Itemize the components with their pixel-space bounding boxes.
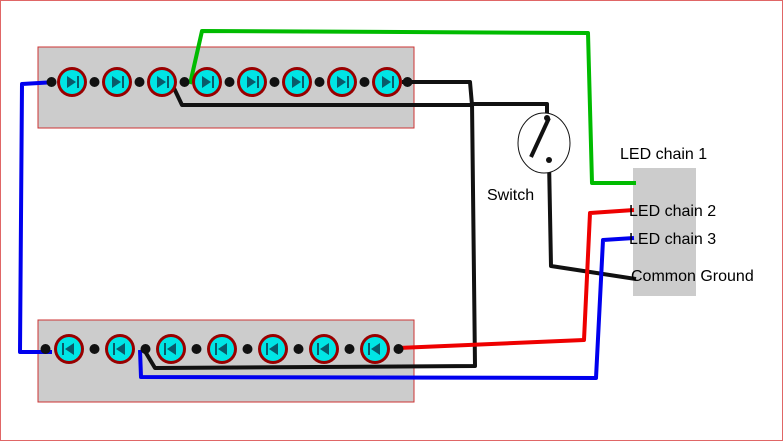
switch-body [517,112,571,174]
diode-bar-icon [62,343,64,355]
led [282,67,312,97]
led [258,334,288,364]
label-led-chain-2: LED chain 2 [629,203,716,220]
blue-wire-left-loop [18,80,57,354]
solder-point [344,344,355,354]
switch-contact-top [544,115,550,121]
diode-bar-icon [257,76,259,88]
led [57,67,87,97]
diode-bar-icon [347,76,349,88]
label-switch: Switch [487,187,534,204]
led [102,67,132,97]
diode-bar-icon [392,76,394,88]
solder-point [134,77,145,87]
solder-point [224,77,235,87]
solder-point [293,344,304,354]
led [54,334,84,364]
diode-bar-icon [302,76,304,88]
top-led-chain [46,67,413,97]
bottom-led-strip [37,319,415,403]
led [309,334,339,364]
label-led-chain-1: LED chain 1 [620,146,707,163]
red-wire-chain-2 [397,208,635,350]
solder-point [191,344,202,354]
label-led-chain-3: LED chain 3 [629,231,716,248]
ground-vertical-wire [141,101,477,370]
blue-wire-chain-3 [138,236,635,380]
diode-bar-icon [215,343,217,355]
diode-bar-icon [164,343,166,355]
led [360,334,390,364]
diode-bar-icon [77,76,79,88]
diode-symbol-icon [167,343,176,355]
diode-symbol-icon [320,343,329,355]
green-wire-chain-1 [188,29,636,185]
led [327,67,357,97]
solder-point [402,77,413,87]
connector-block [633,168,696,296]
solder-point [89,77,100,87]
solder-point [46,77,57,87]
common-ground-wire [547,159,637,281]
diode-bar-icon [122,76,124,88]
solder-point [393,344,404,354]
solder-point [89,344,100,354]
diode-symbol-icon [371,343,380,355]
diode-symbol-icon [292,76,301,88]
diode-symbol-icon [67,76,76,88]
led [156,334,186,364]
top-led-strip [37,46,415,129]
diode-bar-icon [167,76,169,88]
diode-symbol-icon [116,343,125,355]
led [237,67,267,97]
solder-point [179,77,190,87]
solder-point [269,77,280,87]
diode-symbol-icon [202,76,211,88]
led [147,67,177,97]
led [105,334,135,364]
diode-symbol-icon [65,343,74,355]
bottom-led-chain [40,334,404,364]
diode-symbol-icon [112,76,121,88]
diode-symbol-icon [247,76,256,88]
solder-point [140,344,151,354]
diode-symbol-icon [382,76,391,88]
diode-bar-icon [113,343,115,355]
switch-lever [529,117,551,158]
diode-symbol-icon [218,343,227,355]
diode-bar-icon [212,76,214,88]
diode-symbol-icon [269,343,278,355]
label-common-ground: Common Ground [631,268,754,285]
diode-symbol-icon [337,76,346,88]
diode-bar-icon [317,343,319,355]
switch-contact-bottom [546,157,552,163]
solder-point [314,77,325,87]
diode-bar-icon [368,343,370,355]
diode-bar-icon [266,343,268,355]
led [372,67,402,97]
solder-point [242,344,253,354]
diode-symbol-icon [157,76,166,88]
solder-point [40,344,51,354]
led [207,334,237,364]
solder-point [359,77,370,87]
led [192,67,222,97]
